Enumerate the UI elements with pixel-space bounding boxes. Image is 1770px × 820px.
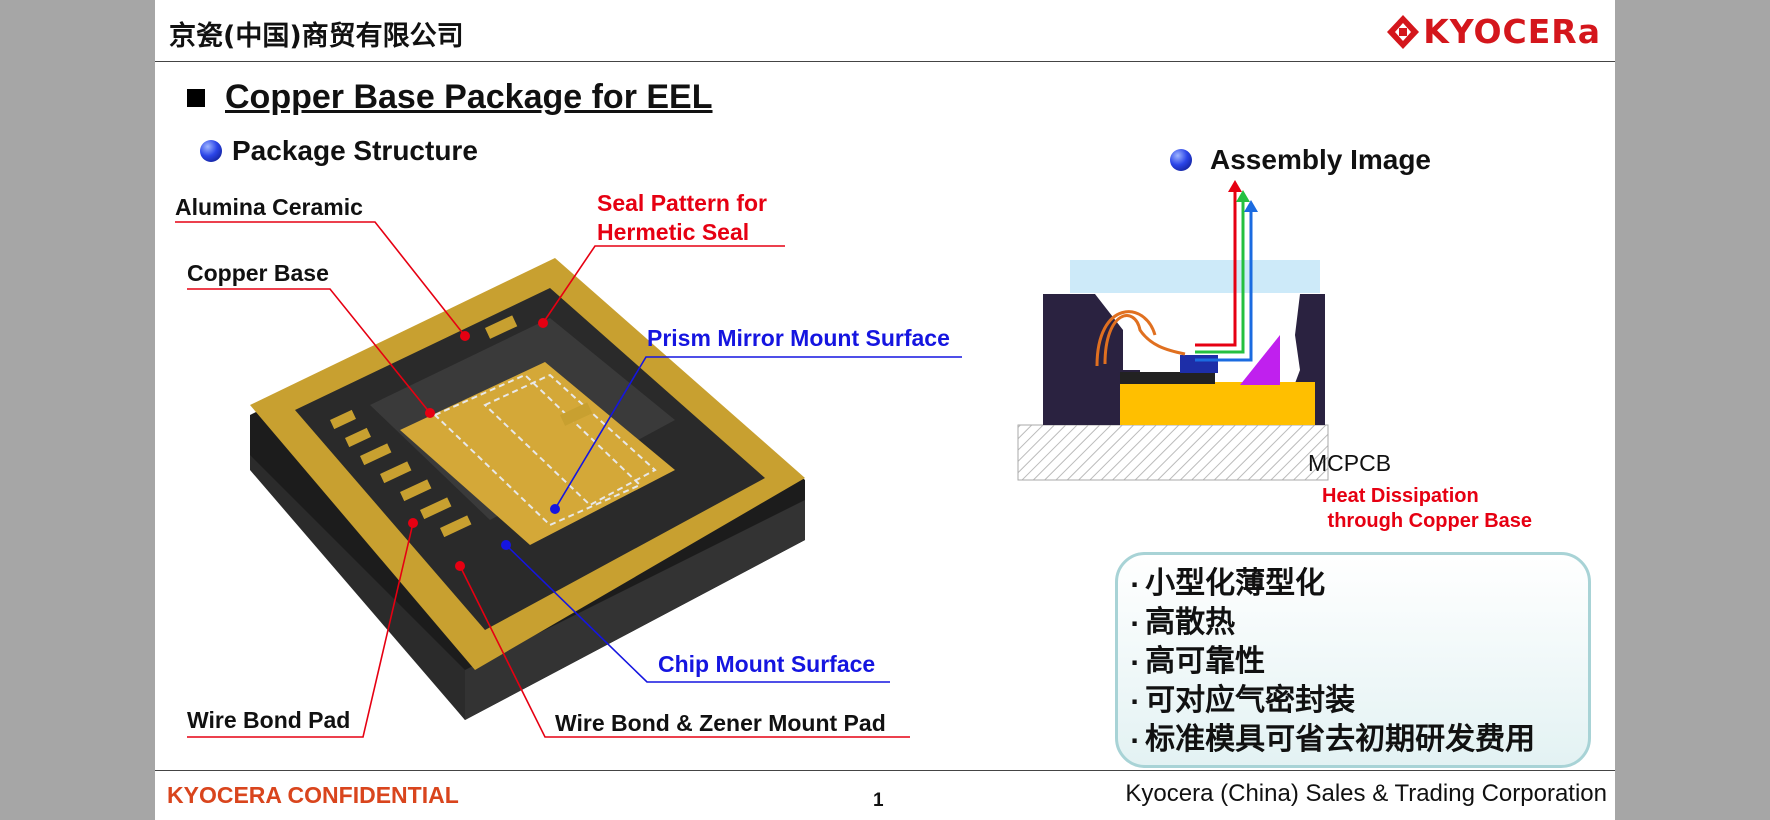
label-copper-base: Copper Base	[187, 260, 329, 286]
feature-text: 可对应气密封装	[1145, 683, 1356, 718]
label-wire-zener: Wire Bond & Zener Mount Pad	[555, 710, 886, 736]
label-wire-bond-pad: Wire Bond Pad	[187, 707, 351, 733]
page-title: Copper Base Package for EEL	[225, 78, 713, 116]
page-number: 1	[873, 790, 884, 811]
slide: 京瓷(中国)商贸有限公司 KYOCERa Copper Base Package…	[155, 0, 1615, 820]
label-alumina-ceramic: Alumina Ceramic	[175, 194, 363, 220]
feature-box: ·小型化薄型化 ·高散热 ·高可靠性 ·可对应气密封装 ·标准模具可省去初期研发…	[1115, 552, 1591, 768]
label-chip-mount: Chip Mount Surface	[658, 651, 876, 677]
square-bullet-icon	[187, 88, 205, 107]
label-seal-line1: Seal Pattern for	[597, 190, 767, 216]
footer-corporation: Kyocera (China) Sales & Trading Corporat…	[1125, 780, 1607, 807]
heat-line1: Heat Dissipation	[1322, 485, 1479, 507]
assembly-diagram	[1017, 180, 1329, 481]
label-seal-line2: Hermetic Seal	[597, 219, 750, 245]
footer-confidential: KYOCERA CONFIDENTIAL	[167, 782, 459, 808]
list-item: ·高散热	[1130, 605, 1236, 640]
feature-text: 标准模具可省去初期研发费用	[1145, 722, 1536, 757]
heat-line2: through Copper Base	[1322, 510, 1533, 532]
list-item: ·可对应气密封装	[1130, 683, 1356, 718]
list-item: ·高可靠性	[1130, 644, 1266, 679]
blue-ball-bullet-icon	[1170, 149, 1192, 171]
list-item: ·小型化薄型化	[1130, 566, 1326, 601]
label-prism-mirror: Prism Mirror Mount Surface	[647, 325, 950, 351]
package-illustration	[175, 180, 1329, 738]
footer-divider	[155, 770, 1615, 771]
header-company-cn: 京瓷(中国)商贸有限公司	[169, 21, 464, 52]
kyocera-logo: KYOCERa	[1387, 12, 1601, 51]
blue-ball-bullet-icon	[200, 140, 222, 162]
feature-list: ·小型化薄型化 ·高散热 ·高可靠性 ·可对应气密封装 ·标准模具可省去初期研发…	[1130, 565, 1535, 760]
feature-text: 高可靠性	[1145, 644, 1266, 679]
structure-heading-text: Package Structure	[232, 135, 478, 166]
header-divider	[155, 61, 1615, 62]
logo-text: KYOCERa	[1423, 12, 1601, 51]
title-row: Copper Base Package for EEL	[187, 78, 713, 117]
list-item: ·标准模具可省去初期研发费用	[1130, 722, 1536, 757]
mcpcb-label: MCPCB	[1308, 450, 1392, 476]
feature-text: 高散热	[1145, 605, 1236, 640]
assembly-heading: Assembly Image	[1170, 144, 1431, 176]
assembly-heading-text: Assembly Image	[1210, 144, 1431, 175]
wire-bond-pads	[329, 315, 593, 538]
structure-heading: Package Structure	[200, 135, 478, 167]
feature-text: 小型化薄型化	[1145, 566, 1326, 601]
kyocera-logo-icon	[1387, 14, 1420, 49]
